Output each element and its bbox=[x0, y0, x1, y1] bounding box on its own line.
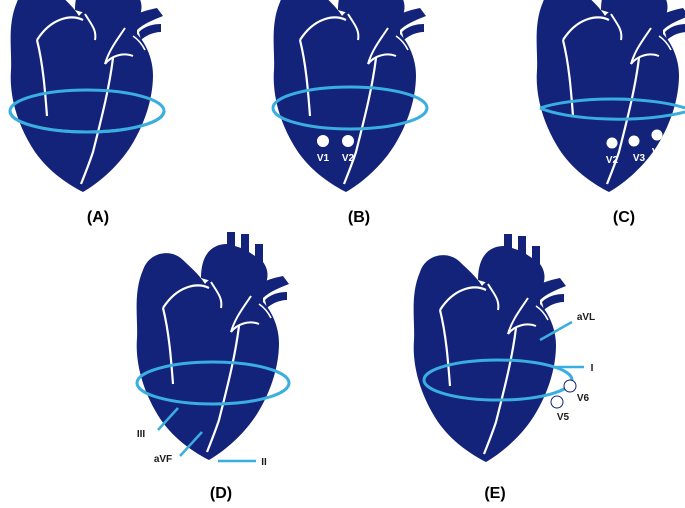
panel-d: III aVF II (D) bbox=[137, 232, 289, 502]
lead-label-v5: V5 bbox=[557, 412, 570, 423]
electrode-v2 bbox=[343, 136, 354, 147]
panel-b: V1 V2 (B) bbox=[273, 0, 427, 226]
lead-label-avl: aVL bbox=[577, 312, 595, 323]
panel-e: aVL I V6 V5 (E) bbox=[414, 234, 596, 502]
panel-b-caption: (B) bbox=[348, 209, 370, 226]
heart-graphic bbox=[137, 232, 289, 460]
electrode-v3 bbox=[629, 136, 640, 147]
lead-label-v3: V3 bbox=[633, 153, 646, 164]
lead-label-ii: II bbox=[261, 457, 267, 468]
electrode-v6 bbox=[564, 380, 576, 392]
panel-a: (A) bbox=[10, 0, 164, 226]
electrode-v4 bbox=[652, 130, 663, 141]
panel-c-caption: (C) bbox=[613, 209, 635, 226]
lead-label-iii: III bbox=[137, 429, 146, 440]
lead-label-v4: V4 bbox=[652, 147, 665, 158]
lead-label-v1: V1 bbox=[317, 153, 330, 164]
lead-label-v2: V2 bbox=[342, 153, 355, 164]
lead-label-v2: V2 bbox=[606, 155, 619, 166]
heart-graphic bbox=[414, 234, 566, 462]
lead-label-v6: V6 bbox=[577, 393, 590, 404]
lead-label-avf: aVF bbox=[154, 454, 172, 465]
panel-c: V2 V3 V4 (C) bbox=[537, 0, 685, 226]
lead-label-i: I bbox=[591, 363, 594, 374]
panel-a-caption: (A) bbox=[87, 209, 109, 226]
electrode-v1 bbox=[318, 136, 329, 147]
electrode-v5 bbox=[551, 396, 563, 408]
panel-d-caption: (D) bbox=[210, 485, 232, 502]
panel-e-caption: (E) bbox=[484, 485, 505, 502]
electrode-v2 bbox=[607, 138, 618, 149]
